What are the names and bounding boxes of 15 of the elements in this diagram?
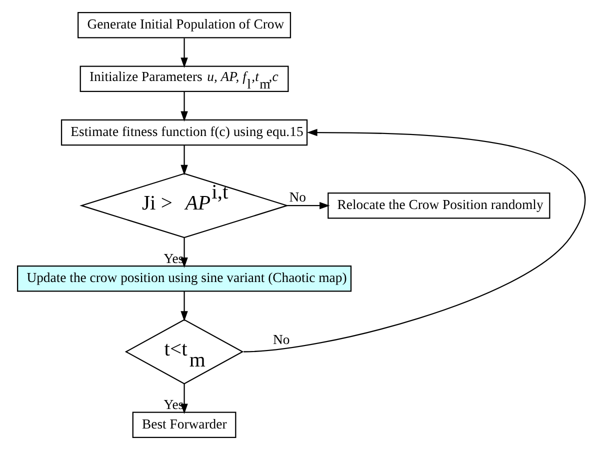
node-box: Generate Initial Population of Crow xyxy=(77,12,291,38)
arrow xyxy=(286,202,330,210)
node-box: Estimate fitness function f(c) using equ.15 xyxy=(60,119,308,146)
node-box: Relocate the Crow Position randomly xyxy=(327,192,550,219)
arrow xyxy=(180,238,188,268)
arrow xyxy=(180,92,188,122)
node-box: Best Forwarder xyxy=(132,412,236,438)
arrow xyxy=(180,38,188,68)
arrow xyxy=(243,128,585,352)
arrow xyxy=(180,145,188,176)
edge-label: No xyxy=(272,332,290,347)
node-box: Update the crow position using sine variant (Chaotic map) xyxy=(16,266,352,292)
arrow xyxy=(180,292,188,322)
edge-label: No xyxy=(288,190,306,205)
arrow xyxy=(180,384,188,414)
